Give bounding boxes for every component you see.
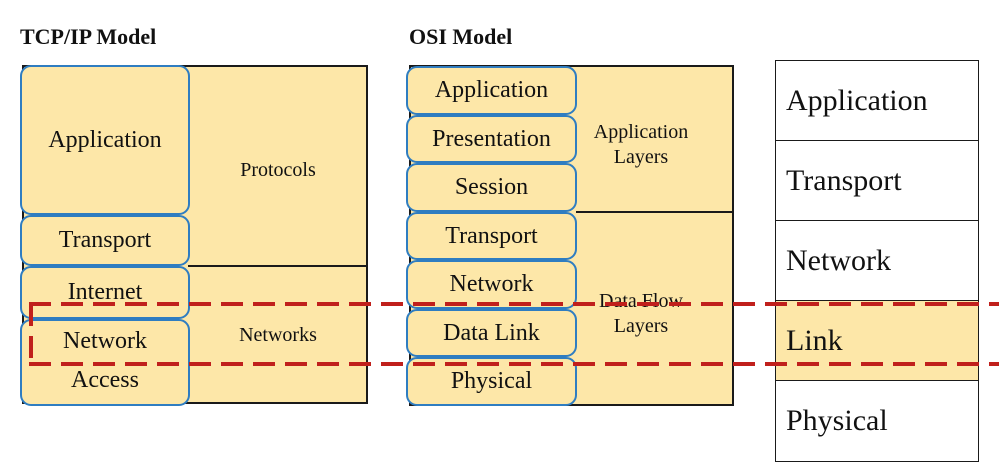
osi-layer-presentation: Presentation	[406, 115, 577, 163]
tcpip-networks-label: Networks	[239, 323, 317, 346]
five-layer-application: Application	[775, 60, 979, 141]
tcpip-layer-network-word: Network	[63, 327, 147, 354]
osi-layer-application: Application	[406, 66, 577, 115]
five-layer-transport: Transport	[775, 140, 979, 221]
osi-layer-network: Network	[406, 260, 577, 309]
tcpip-divider	[188, 265, 368, 267]
five-layer-network: Network	[775, 220, 979, 301]
five-layer-stack: Application Transport Network Link Physi…	[775, 60, 979, 462]
osi-layer-data-link: Data Link	[406, 309, 577, 357]
osi-application-layers-label: Application Layers	[593, 121, 689, 168]
tcpip-layer-access-word: Access	[71, 366, 139, 393]
five-layer-link: Link	[775, 300, 979, 381]
osi-divider	[576, 211, 734, 213]
tcpip-layer-application: Application	[20, 65, 190, 215]
tcpip-title: TCP/IP Model	[20, 24, 157, 49]
osi-layer-session: Session	[406, 163, 577, 212]
osi-title: OSI Model	[409, 24, 513, 49]
tcpip-protocols-label: Protocols	[240, 158, 316, 181]
tcpip-layer-transport: Transport	[20, 215, 190, 266]
osi-data-flow-layers-label: Data Flow Layers	[599, 290, 683, 337]
tcpip-layer-internet: Internet	[20, 266, 190, 319]
osi-layer-transport: Transport	[406, 212, 577, 260]
five-layer-physical: Physical	[775, 380, 979, 462]
